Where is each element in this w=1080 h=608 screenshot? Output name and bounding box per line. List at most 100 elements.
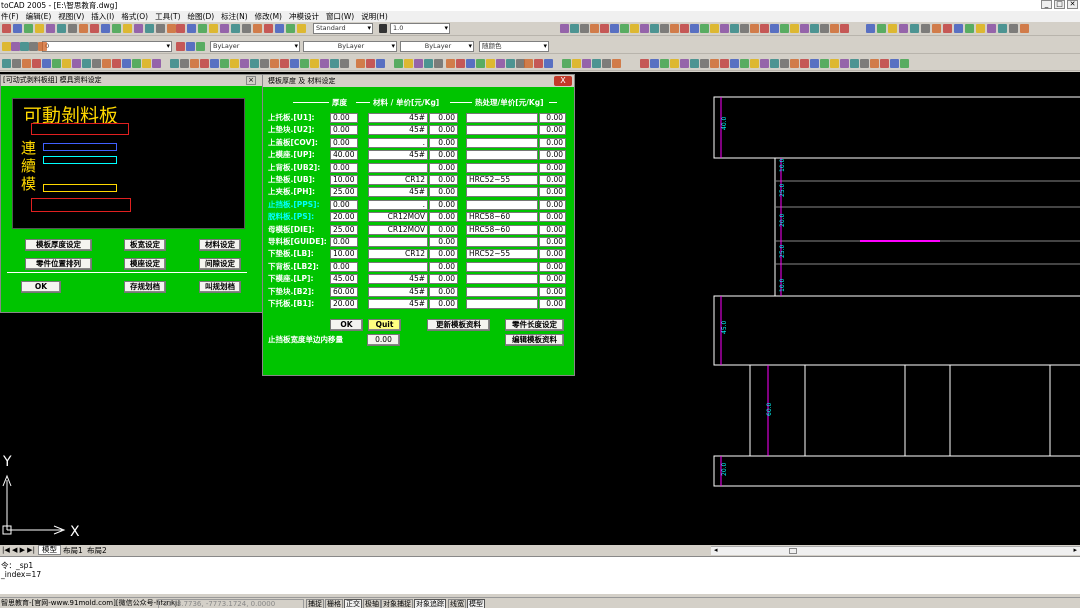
- toolbar-tool-icon[interactable]: [134, 24, 143, 33]
- cell-m[interactable]: 45#: [368, 187, 428, 198]
- cell-hp[interactable]: 0.00: [539, 224, 566, 235]
- cell-mp[interactable]: 0.00: [429, 286, 458, 297]
- toolbar-tool-icon[interactable]: [198, 24, 207, 33]
- cell-mp[interactable]: 0.00: [429, 199, 458, 210]
- toolbar-tool-icon[interactable]: [730, 24, 739, 33]
- toolbar-tool-icon[interactable]: [310, 59, 319, 68]
- menu-item[interactable]: 说明(H): [361, 12, 388, 21]
- toolbar-tool-icon[interactable]: [720, 24, 729, 33]
- material-setup-button[interactable]: 材料设定: [199, 239, 241, 251]
- cell-hp[interactable]: 0.00: [539, 261, 566, 272]
- toolbar-tool-icon[interactable]: [780, 59, 789, 68]
- toolbar-tool-icon[interactable]: [57, 24, 66, 33]
- cell-hp[interactable]: 0.00: [539, 137, 566, 148]
- toolbar-tool-icon[interactable]: [220, 24, 229, 33]
- toolbar-tool-icon[interactable]: [620, 24, 629, 33]
- part-length-button[interactable]: 零件长度设定: [505, 319, 564, 331]
- cell-m[interactable]: 45#: [368, 299, 428, 309]
- toolbar-tool-icon[interactable]: [486, 59, 495, 68]
- toolbar-tool-icon[interactable]: [640, 24, 649, 33]
- cell-t[interactable]: 45.00: [330, 274, 358, 285]
- cell-t[interactable]: 0.00: [330, 162, 358, 173]
- close-icon[interactable]: ✕: [1067, 0, 1078, 9]
- toolbar-tool-icon[interactable]: [90, 24, 99, 33]
- toolbar-tool-icon[interactable]: [466, 59, 475, 68]
- cell-m[interactable]: 45#: [368, 274, 428, 285]
- cell-m[interactable]: CR12MOV: [368, 224, 428, 235]
- cell-hp[interactable]: 0.00: [539, 125, 566, 136]
- toolbar-tool-icon[interactable]: [630, 24, 639, 33]
- cell-m[interactable]: 45#: [368, 286, 428, 297]
- dim-style-icon[interactable]: [379, 24, 387, 33]
- text-style-combo[interactable]: Standard: [313, 23, 373, 34]
- toolbar-tool-icon[interactable]: [220, 59, 229, 68]
- toolbar-tool-icon[interactable]: [1020, 24, 1029, 33]
- update-plate-button[interactable]: 更新模板资料: [427, 319, 490, 331]
- lineweight-combo[interactable]: ByLayer: [400, 41, 474, 52]
- toolbar-tool-icon[interactable]: [602, 59, 611, 68]
- cell-hp[interactable]: 0.00: [539, 237, 566, 247]
- toolbar-tool-icon[interactable]: [170, 59, 179, 68]
- toolbar-tool-icon[interactable]: [830, 24, 839, 33]
- toolbar-tool-icon[interactable]: [730, 59, 739, 68]
- toolbar-tool-icon[interactable]: [231, 24, 240, 33]
- cell-mp[interactable]: 0.00: [429, 224, 458, 235]
- toolbar-tool-icon[interactable]: [965, 24, 974, 33]
- toolbar-tool-icon[interactable]: [640, 59, 649, 68]
- toolbar-tool-icon[interactable]: [404, 59, 413, 68]
- cell-hp[interactable]: 0.00: [539, 249, 566, 260]
- cell-m[interactable]: 45#: [368, 150, 428, 161]
- cell-mp[interactable]: 0.00: [429, 249, 458, 260]
- close-icon[interactable]: X: [554, 76, 572, 86]
- menu-item[interactable]: 修改(M): [254, 12, 282, 21]
- tab-model[interactable]: 模型: [38, 545, 61, 555]
- menu-item[interactable]: 视图(V): [58, 12, 85, 21]
- toolbar-tool-icon[interactable]: [710, 24, 719, 33]
- toolbar-tool-icon[interactable]: [496, 59, 505, 68]
- offset-input[interactable]: 0.00: [367, 334, 400, 346]
- toolbar-tool-icon[interactable]: [760, 24, 769, 33]
- toolbar-tool-icon[interactable]: [42, 59, 51, 68]
- toolbar-tool-icon[interactable]: [840, 24, 849, 33]
- linetype-combo[interactable]: ByLayer: [303, 41, 397, 52]
- cell-mp[interactable]: 0.00: [429, 162, 458, 173]
- toolbar-tool-icon[interactable]: [250, 59, 259, 68]
- toolbar-tool-icon[interactable]: [770, 59, 779, 68]
- status-toggle[interactable]: 极轴: [363, 599, 381, 608]
- toolbar-tool-icon[interactable]: [190, 59, 199, 68]
- cell-h[interactable]: [466, 150, 538, 161]
- toolbar-tool-icon[interactable]: [242, 24, 251, 33]
- toolbar-tool-icon[interactable]: [800, 59, 809, 68]
- cell-hp[interactable]: 0.00: [539, 286, 566, 297]
- menu-item[interactable]: 插入(I): [91, 12, 115, 21]
- cell-mp[interactable]: 0.00: [429, 261, 458, 272]
- toolbar-tool-icon[interactable]: [200, 59, 209, 68]
- toolbar-tool-icon[interactable]: [660, 59, 669, 68]
- cell-h[interactable]: [466, 286, 538, 297]
- toolbar-tool-icon[interactable]: [760, 59, 769, 68]
- toolbar-tool-icon[interactable]: [612, 59, 621, 68]
- toolbar-tool-icon[interactable]: [720, 59, 729, 68]
- toolbar-tool-icon[interactable]: [52, 59, 61, 68]
- toolbar-tool-icon[interactable]: [680, 59, 689, 68]
- cell-h[interactable]: [466, 199, 538, 210]
- cell-h[interactable]: [466, 187, 538, 198]
- cell-m[interactable]: CR12: [368, 249, 428, 260]
- toolbar-tool-icon[interactable]: [35, 24, 44, 33]
- toolbar-tool-icon[interactable]: [330, 59, 339, 68]
- cell-m[interactable]: .: [368, 137, 428, 148]
- quit-button[interactable]: Quit: [368, 319, 401, 331]
- toolbar-tool-icon[interactable]: [524, 59, 533, 68]
- toolbar-tool-icon[interactable]: [770, 24, 779, 33]
- toolbar-tool-icon[interactable]: [13, 24, 22, 33]
- cell-h[interactable]: [466, 299, 538, 309]
- toolbar-tool-icon[interactable]: [900, 59, 909, 68]
- toolbar-tool-icon[interactable]: [670, 24, 679, 33]
- toolbar-tool-icon[interactable]: [790, 24, 799, 33]
- cell-mp[interactable]: 0.00: [429, 187, 458, 198]
- cell-h[interactable]: [466, 237, 538, 247]
- toolbar-tool-icon[interactable]: [376, 59, 385, 68]
- toolbar-tool-icon[interactable]: [414, 59, 423, 68]
- cell-hp[interactable]: 0.00: [539, 113, 566, 123]
- menu-item[interactable]: 编辑(E): [25, 12, 52, 21]
